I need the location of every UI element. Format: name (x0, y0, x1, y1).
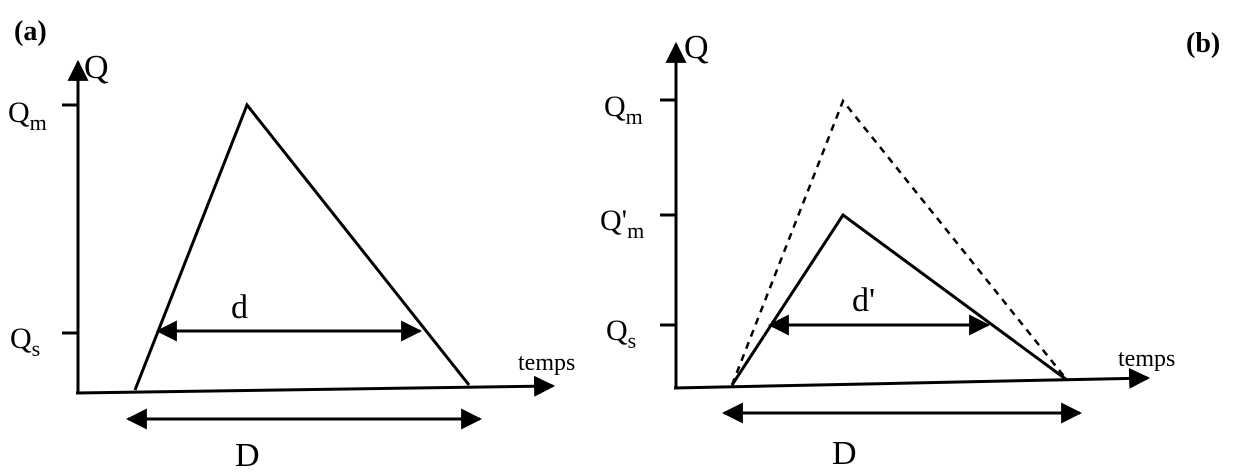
panel-b-tag: (b) (1186, 28, 1220, 59)
panel-a-x-axis-label: temps (518, 350, 575, 376)
panel-a-qm-label: Qm (8, 96, 47, 135)
panel-a-x-axis (75, 375, 556, 397)
panel-b-y-axis-label: Q (684, 29, 709, 66)
panel-b-duration-label: D (832, 435, 857, 472)
panel-b-attenuated-hydrograph (730, 212, 1068, 386)
panel-b: (b) Q temps Qm Q'm Qs d' D (600, 28, 1220, 472)
panel-b-x-axis-label: temps (1118, 346, 1175, 372)
panel-b-original-hydrograph (730, 98, 1068, 386)
panel-b-qm2-label: Q'm (600, 204, 644, 243)
panel-a-duration-label: D (235, 437, 260, 474)
panel-b-d-label: d' (852, 282, 875, 319)
panel-b-x-axis (673, 367, 1151, 390)
panel-b-qm-label: Qm (604, 90, 643, 129)
panel-b-qs-label: Qs (606, 314, 636, 353)
panel-a-tag: (a) (14, 16, 47, 47)
panel-a: (a) Q temps Qm Qs d D (8, 16, 575, 474)
panel-a-y-axis-label: Q (84, 49, 109, 86)
panel-a-d-label: d (231, 289, 248, 326)
panel-a-qs-label: Qs (10, 322, 40, 361)
panel-a-hydrograph (133, 102, 471, 391)
